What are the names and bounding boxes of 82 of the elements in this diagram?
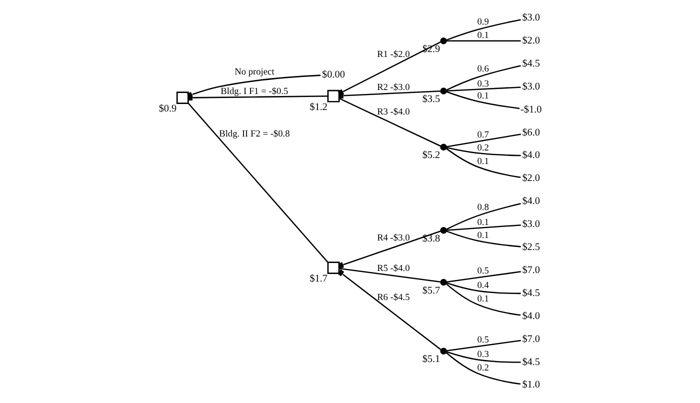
edge-label: 0.5 — [476, 335, 488, 346]
node-label: $1.2 — [309, 102, 328, 113]
connector — [446, 40, 520, 42]
node-text: $6.0 — [522, 127, 540, 138]
edge-label: R4 -$3.0 — [376, 233, 410, 244]
node-text: $2.0 — [522, 35, 540, 46]
connector — [446, 224, 520, 231]
edge-label: R3 -$4.0 — [376, 108, 410, 118]
connector — [446, 65, 520, 91]
node-text: $3.0 — [522, 12, 540, 24]
edge-label: R6 -$4.5 — [376, 292, 410, 303]
connector — [446, 230, 520, 248]
edge-label: No project — [234, 68, 274, 78]
connector — [446, 91, 520, 110]
edge-label: Bldg. I F1 = -$0.5 — [220, 87, 288, 98]
node-text: $4.0 — [522, 310, 540, 322]
edge-label: 0.6 — [476, 64, 488, 74]
edge-label: 0.1 — [476, 294, 488, 305]
connector — [446, 148, 520, 178]
connector — [338, 98, 440, 147]
node-text: $7.0 — [522, 334, 540, 345]
edge-label: 0.1 — [476, 31, 488, 42]
node-circle — [440, 144, 446, 150]
node-label: $3.5 — [422, 94, 440, 106]
edge-label: 0.8 — [476, 202, 488, 213]
edge-label: 0.4 — [476, 281, 488, 292]
edge-label: 0.3 — [476, 80, 488, 90]
node-label: $5.1 — [422, 354, 440, 366]
connector — [187, 103, 328, 263]
connector — [446, 282, 520, 294]
edge-label: 0.1 — [476, 218, 488, 228]
edge-label: Bldg. II F2 = -$0.8 — [218, 130, 290, 140]
edge-label: R1 -$2.0 — [376, 50, 410, 60]
node-text: $3.0 — [522, 81, 540, 92]
node-text: -$1.0 — [520, 104, 542, 116]
node-circle — [440, 278, 446, 286]
node-text: $7.0 — [522, 264, 540, 276]
node-text: $2.0 — [522, 173, 540, 184]
node-circle — [440, 227, 446, 234]
node-text: $4.5 — [522, 58, 540, 70]
connector — [446, 134, 520, 148]
node-text: $2.5 — [522, 242, 540, 254]
node-text: $3.0 — [522, 219, 540, 230]
node-circle — [440, 37, 446, 44]
node-label: $1.7 — [309, 273, 328, 284]
connector — [445, 283, 520, 316]
connector — [446, 340, 520, 352]
node-box — [326, 262, 340, 274]
edge-label: 0.1 — [476, 156, 488, 167]
node-text: $4.0 — [522, 196, 540, 208]
connector — [446, 19, 520, 41]
node-circle — [440, 88, 446, 94]
connector — [446, 351, 520, 363]
edge-label: 0.1 — [476, 91, 488, 102]
connector — [446, 203, 520, 230]
connector — [445, 352, 520, 385]
node-text: $1.0 — [522, 380, 540, 391]
edge-label: 0.2 — [476, 143, 488, 154]
edge-label: R5 -$4.0 — [376, 264, 410, 274]
node-label: $2.9 — [422, 44, 440, 55]
node-text: $4.5 — [522, 288, 540, 299]
connector — [336, 269, 441, 350]
node-label: $5.2 — [422, 150, 440, 162]
node-text: $4.5 — [522, 356, 540, 368]
edge-label: 0.9 — [476, 18, 488, 28]
node-label: $0.9 — [158, 103, 176, 114]
connector — [446, 147, 520, 156]
edge-label: 0.1 — [476, 230, 488, 241]
node-label: $5.7 — [422, 285, 440, 296]
connector — [446, 271, 520, 283]
node-box — [176, 92, 188, 104]
edge-label: R2 -$3.0 — [376, 82, 410, 93]
edge-label: 0.5 — [476, 266, 488, 277]
node-box — [326, 90, 340, 102]
connector — [338, 268, 440, 283]
connector — [446, 86, 520, 92]
node-text: $0.00 — [322, 69, 344, 80]
edge-label: 0.7 — [476, 130, 488, 141]
node-text: $4.0 — [522, 150, 540, 162]
edge-label: 0.2 — [476, 363, 488, 374]
node-circle — [440, 348, 446, 354]
edge-label: 0.3 — [476, 350, 488, 360]
